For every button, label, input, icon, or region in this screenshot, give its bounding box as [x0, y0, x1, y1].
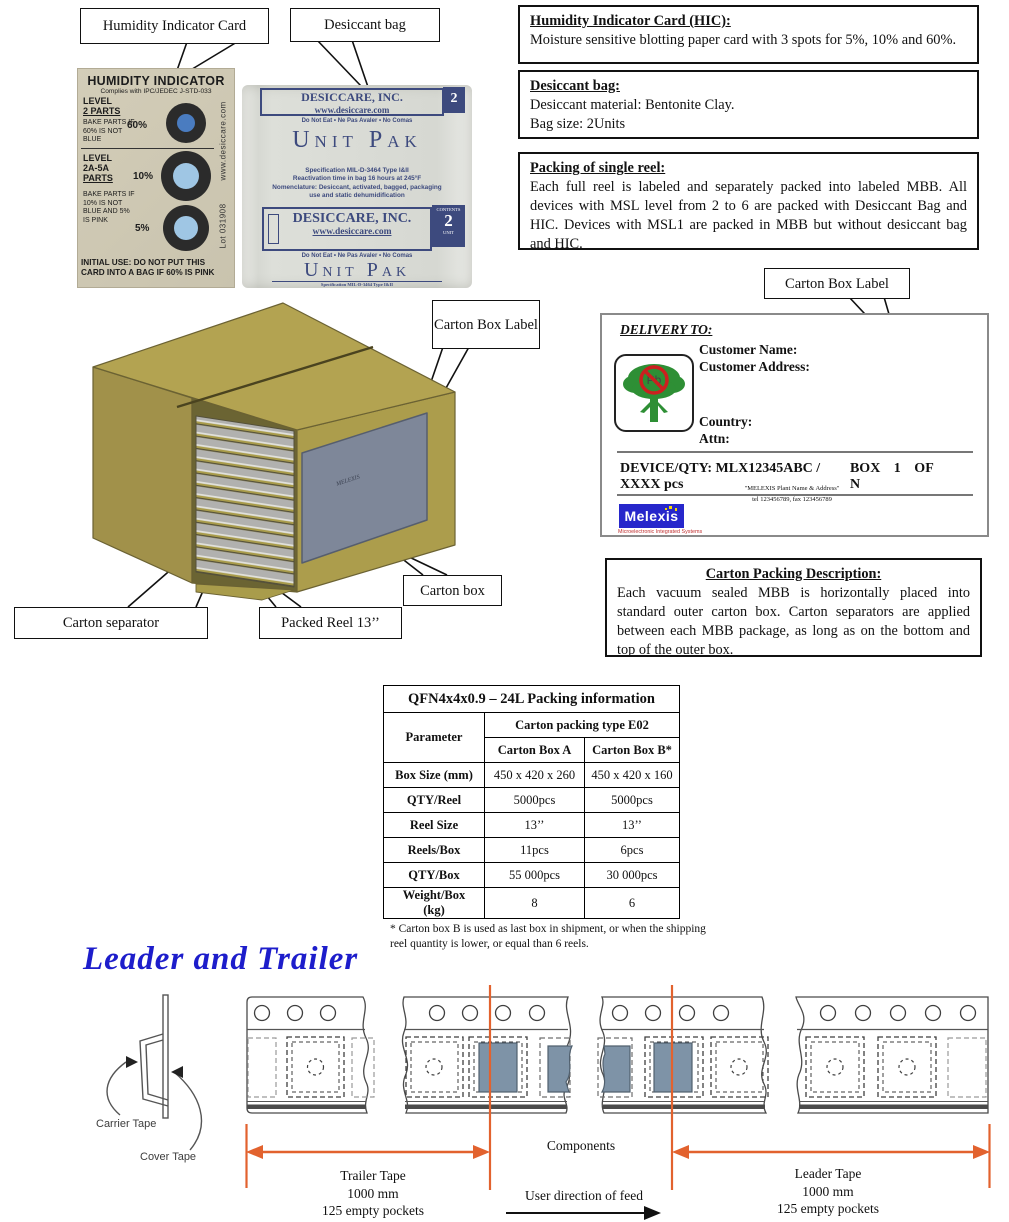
customer-fields: Customer Name: Customer Address:: [699, 341, 810, 375]
device-qty-row: DEVICE/QTY: MLX12345ABC / XXXX pcs BOX 1…: [620, 461, 942, 493]
desiccant-info-title: Desiccant bag:: [530, 78, 620, 94]
hic-level2-note: BAKE PARTS IF 10% IS NOT BLUE AND 5% IS …: [83, 191, 135, 224]
country-label: Country:: [699, 414, 753, 429]
bag-top-band: DESICCARE, INC. www.desiccare.com: [260, 88, 444, 116]
attn-label: Attn:: [699, 431, 730, 446]
hic-spot1-label: 60%: [127, 120, 148, 131]
hic-compliance: Complies with IPC/JEDEC J-STD-033: [100, 88, 212, 95]
melexis-logo-subtext: Microelectronic Integrated Systems: [618, 529, 703, 535]
logo-dot-3: [665, 508, 667, 510]
callout-carton-box-label-mid: Carton Box Label: [432, 300, 540, 349]
packing-information-table: QFN4x4x0.9 – 24L Packing information Par…: [383, 685, 680, 919]
callout-carton-box-label-right: Carton Box Label: [764, 268, 910, 299]
plant-name-line: "MELEXIS Plant Name & Address": [744, 485, 840, 492]
customer-address-label: Customer Address:: [699, 359, 810, 374]
single-reel-info-box: Packing of single reel: Each full reel i…: [518, 152, 979, 252]
col-header-box-b: Carton Box B*: [584, 737, 680, 763]
desiccant-info-box: Desiccant bag: Desiccant material: Bento…: [518, 70, 979, 139]
carton-box-label-example: DELIVERY TO: Pb Customer Name: Custome: [600, 313, 989, 537]
single-reel-title: Packing of single reel:: [530, 160, 666, 176]
bag-brand-top: DESICCARE, INC.: [301, 90, 403, 104]
carton-packing-body: Each vacuum sealed MBB is horizontally p…: [617, 585, 970, 658]
humidity-indicator-card-image: HUMIDITY INDICATOR Complies with IPC/JED…: [77, 68, 235, 288]
carton-label-minitext: MELEXIS: [335, 474, 361, 488]
trailer-tape-label: Trailer Tape 1000 mm 125 empty pockets: [322, 1168, 424, 1218]
hic-spot-5: [163, 205, 209, 251]
table-title: QFN4x4x0.9 – 24L Packing information: [383, 685, 680, 713]
carton-packing-title: Carton Packing Description:: [705, 566, 882, 582]
hic-footer: INITIAL USE: DO NOT PUT THIS CARD INTO A…: [81, 258, 215, 277]
hic-level2: LEVEL 2A-5A PARTS: [83, 153, 113, 183]
bag-warning-bottom: Do Not Eat • Ne Pas Avaler • No Comas: [301, 253, 413, 259]
bag-spec-text: Specification MIL-D-3464 Type I&II React…: [272, 167, 442, 200]
callout-desiccant-bag: Desiccant bag: [290, 8, 440, 42]
feed-direction-label: User direction of feed: [524, 1188, 644, 1203]
callout-packed-reel: Packed Reel 13’’: [259, 607, 402, 639]
hic-lot-vertical: Lot 031908: [218, 203, 228, 249]
hic-spot-60: [166, 103, 206, 143]
hic-spot-10: [161, 151, 211, 201]
melexis-logo: Melexis: [619, 504, 684, 528]
tree-icon: Pb: [623, 364, 685, 422]
bag-site: www.desiccare.com: [312, 227, 392, 237]
bag-brand: DESICCARE, INC.: [292, 211, 412, 226]
leader-tape-label: Leader Tape 1000 mm 125 empty pockets: [777, 1166, 879, 1216]
col-header-parameter: Parameter: [383, 712, 485, 763]
bag-brand-box: DESICCARE, INC. www.desiccare.com: [262, 207, 432, 251]
bag-count-badge-top: 2: [443, 87, 465, 113]
bag-site-top: www.desiccare.com: [314, 105, 390, 115]
hic-spot3-label: 5%: [135, 223, 150, 234]
hic-title: HUMIDITY INDICATOR: [87, 74, 225, 88]
bag-product-name: Unit Pak: [292, 127, 422, 153]
pb-free-tree-logo: Pb: [614, 354, 694, 432]
hic-info-body: Moisture sensitive blotting paper card w…: [530, 32, 957, 48]
box-count-value: BOX 1 OF N: [849, 461, 934, 492]
delivery-to-label: DELIVERY TO:: [620, 322, 713, 337]
hic-level1-note: BAKE PARTS IF 60% IS NOT BLUE: [83, 119, 135, 143]
bag-bottom-spec: Specification MIL-D-3464 Type I&II: [272, 281, 442, 287]
table-footnote: * Carton box B is used as last box in sh…: [390, 923, 706, 950]
label-divider-2: [617, 494, 973, 496]
carton-packing-description-box: Carton Packing Description: Each vacuum …: [605, 558, 982, 658]
leader-trailer-heading: Leader and Trailer: [83, 941, 359, 977]
customer-name-label: Customer Name:: [699, 342, 798, 357]
bag-warning-top: Do Not Eat • Ne Pas Avaler • No Comas: [301, 118, 413, 124]
callout-humidity-indicator-card: Humidity Indicator Card: [80, 8, 269, 44]
country-attn-fields: Country: Attn:: [699, 413, 752, 447]
col-header-group: Carton packing type E02: [484, 712, 680, 738]
logo-dot-1: [669, 506, 672, 509]
components-label: Components: [546, 1138, 616, 1153]
contact-line: tel 123456789, fax 123456789: [752, 496, 832, 503]
label-divider-1: [617, 451, 973, 453]
hic-info-title: Humidity Indicator Card (HIC):: [530, 13, 731, 29]
logo-dot-2: [674, 508, 677, 511]
cover-tape-label: Cover Tape: [140, 1151, 197, 1163]
callout-carton-box: Carton box: [403, 575, 502, 606]
bag-contents-badge: CONTENTS 2 UNIT: [432, 205, 465, 247]
carton-box-illustration: [92, 302, 456, 601]
callout-carton-separator: Carton separator: [14, 607, 208, 639]
hic-website-vertical: www.desiccare.com: [218, 101, 228, 181]
bag-logo-glyph: [268, 214, 279, 244]
hic-spot2-label: 10%: [133, 171, 154, 182]
bag-product-name-bottom: Unit Pak: [303, 259, 411, 281]
desiccant-info-line2: Bag size: 2Units: [530, 116, 626, 132]
desiccant-info-line1: Desiccant material: Bentonite Clay.: [530, 97, 735, 113]
col-header-box-a: Carton Box A: [484, 737, 585, 763]
desiccant-bag-image: DESICCARE, INC. www.desiccare.com 2 Do N…: [242, 85, 472, 288]
hic-divider: [81, 148, 214, 149]
carrier-tape-label: Carrier Tape: [96, 1118, 157, 1130]
hic-level1: LEVEL 2 PARTS: [83, 96, 121, 116]
hic-info-box: Humidity Indicator Card (HIC): Moisture …: [518, 5, 979, 64]
device-qty-value: DEVICE/QTY: MLX12345ABC / XXXX pcs: [620, 461, 821, 492]
single-reel-body: Each full reel is labeled and separately…: [530, 179, 967, 252]
